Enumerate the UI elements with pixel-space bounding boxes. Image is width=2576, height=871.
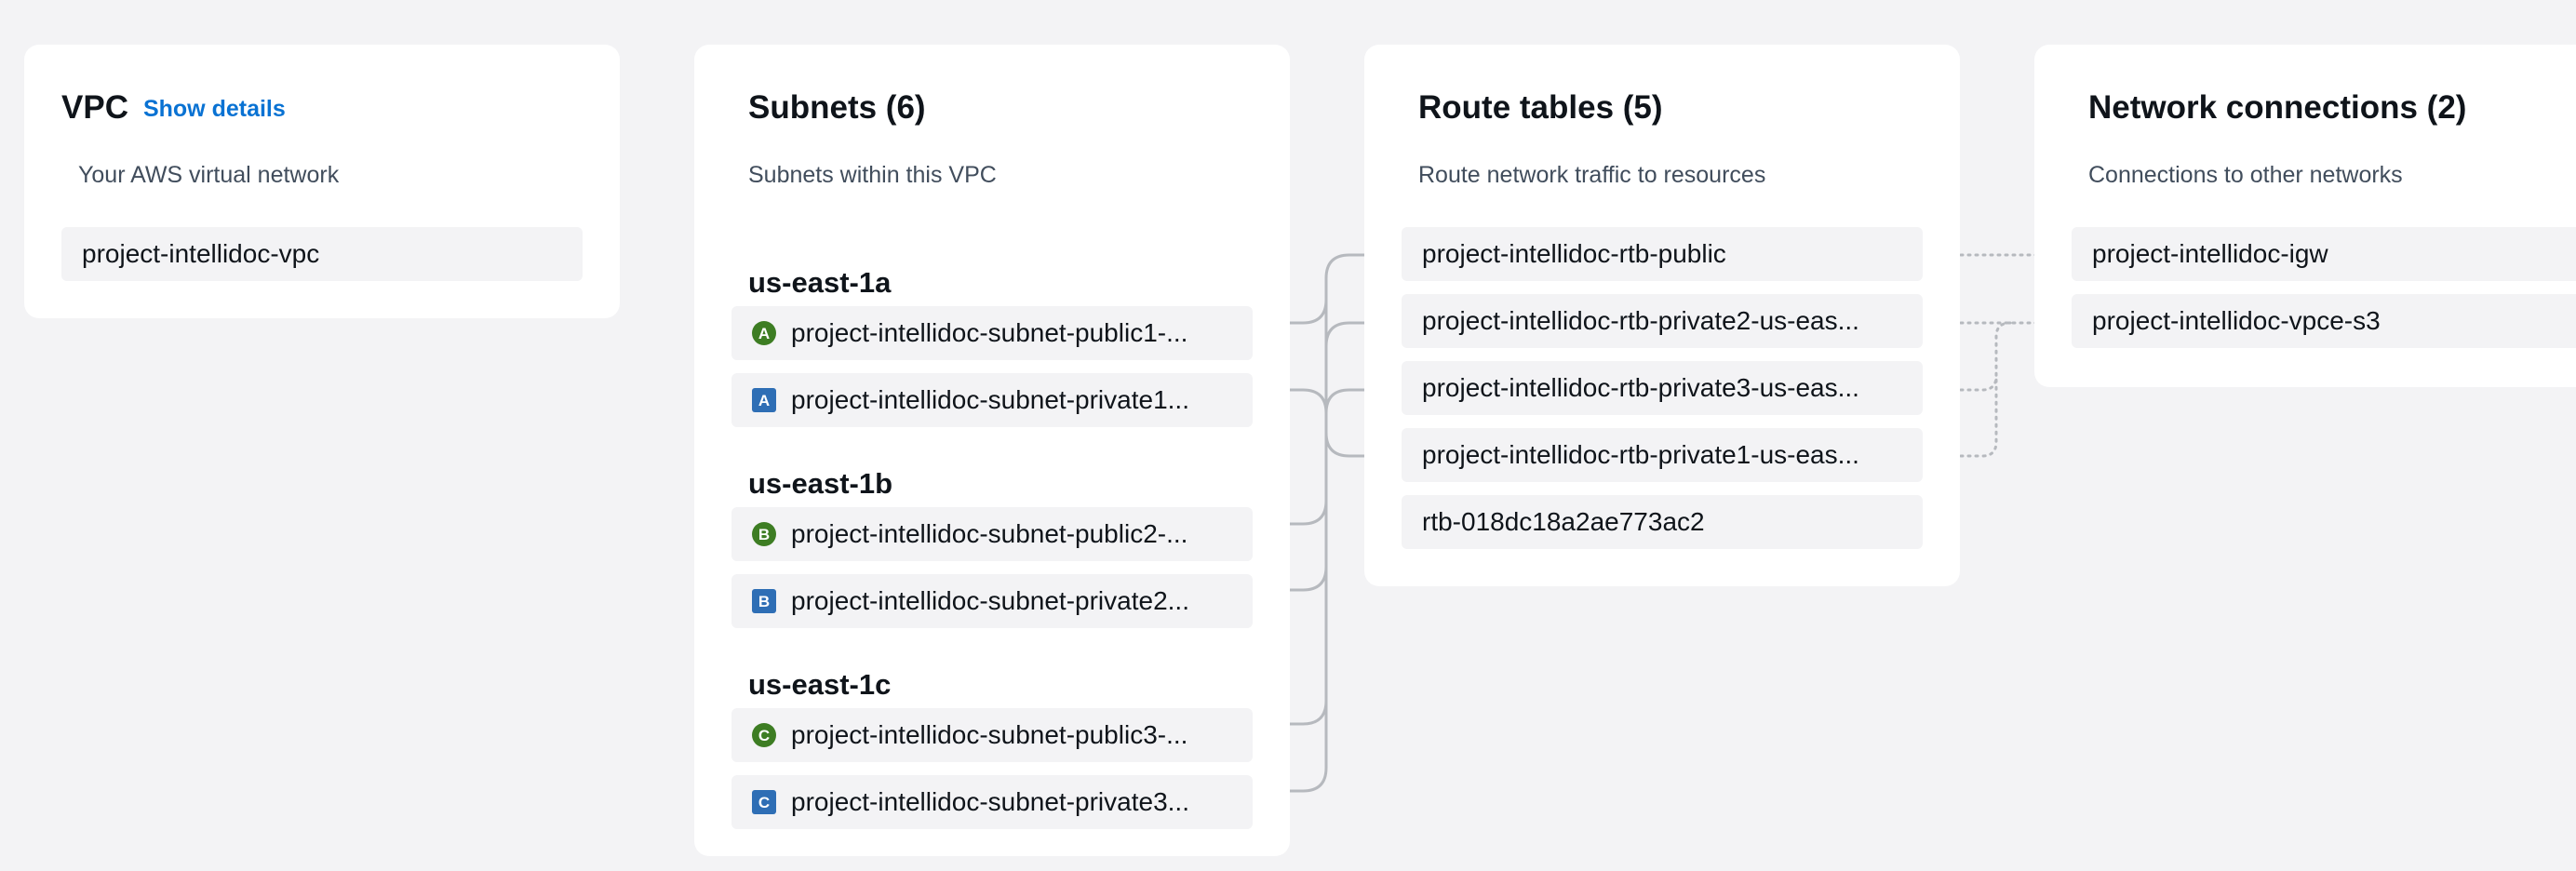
subnet-item-label: project-intellidoc-subnet-private1... <box>791 385 1189 414</box>
vpc-name-item[interactable]: project-intellidoc-vpc <box>61 227 583 281</box>
availability-zone-label: us-east-1a <box>748 266 892 299</box>
route-table-label: project-intellidoc-rtb-private2-us-eas..… <box>1422 306 1859 335</box>
private-subnet-badge-icon: A <box>752 388 776 412</box>
availability-zone-label: us-east-1b <box>748 467 893 500</box>
availability-zone-label: us-east-1c <box>748 668 892 701</box>
subnet-item-label: project-intellidoc-subnet-public3-... <box>791 720 1188 749</box>
network-connections-card: Network connections (2) Connections to o… <box>2034 45 2576 387</box>
subnet-item-label: project-intellidoc-subnet-private3... <box>791 787 1189 816</box>
route-table-item[interactable]: project-intellidoc-rtb-public <box>1402 227 1923 281</box>
private-subnet-badge-icon: B <box>752 589 776 613</box>
route-table-item[interactable]: project-intellidoc-rtb-private3-us-eas..… <box>1402 361 1923 415</box>
network-connection-label: project-intellidoc-igw <box>2092 239 2328 268</box>
network-connection-item[interactable]: project-intellidoc-igw <box>2072 227 2576 281</box>
vpc-title: VPC Show details <box>61 87 286 129</box>
show-details-link[interactable]: Show details <box>142 96 286 122</box>
subnets-description: Subnets within this VPC <box>748 162 997 188</box>
network-connections-title: Network connections (2) <box>2088 89 2467 126</box>
network-connection-item[interactable]: project-intellidoc-vpce-s3 <box>2072 294 2576 348</box>
route-tables-title: Route tables (5) <box>1418 89 1663 126</box>
subnets-card: Subnets (6) Subnets within this VPC us-e… <box>694 45 1290 856</box>
route-table-item[interactable]: rtb-018dc18a2ae773ac2 <box>1402 495 1923 549</box>
vpc-title-text: VPC <box>61 89 128 126</box>
route-table-item[interactable]: project-intellidoc-rtb-private1-us-eas..… <box>1402 428 1923 482</box>
subnet-item-label: project-intellidoc-subnet-public1-... <box>791 318 1188 347</box>
route-tables-description: Route network traffic to resources <box>1418 162 1766 188</box>
subnet-item-label: project-intellidoc-subnet-private2... <box>791 586 1189 615</box>
route-table-label: project-intellidoc-rtb-private1-us-eas..… <box>1422 440 1859 469</box>
network-connection-label: project-intellidoc-vpce-s3 <box>2092 306 2381 335</box>
vpc-card: VPC Show details Your AWS virtual network… <box>24 45 620 318</box>
route-tables-card: Route tables (5) Route network traffic t… <box>1364 45 1960 586</box>
subnets-title: Subnets (6) <box>748 89 926 126</box>
network-connections-description: Connections to other networks <box>2088 162 2403 188</box>
private-subnet-badge-icon: C <box>752 790 776 814</box>
public-subnet-badge-icon: C <box>752 723 776 747</box>
route-table-item[interactable]: project-intellidoc-rtb-private2-us-eas..… <box>1402 294 1923 348</box>
route-table-label: project-intellidoc-rtb-private3-us-eas..… <box>1422 373 1859 402</box>
vpc-description: Your AWS virtual network <box>78 162 340 188</box>
subnet-item-label: project-intellidoc-subnet-public2-... <box>791 519 1188 548</box>
public-subnet-badge-icon: B <box>752 522 776 546</box>
route-table-label: project-intellidoc-rtb-public <box>1422 239 1726 268</box>
public-subnet-badge-icon: A <box>752 321 776 345</box>
vpc-name-label: project-intellidoc-vpc <box>82 239 320 268</box>
route-table-label: rtb-018dc18a2ae773ac2 <box>1422 507 1705 536</box>
